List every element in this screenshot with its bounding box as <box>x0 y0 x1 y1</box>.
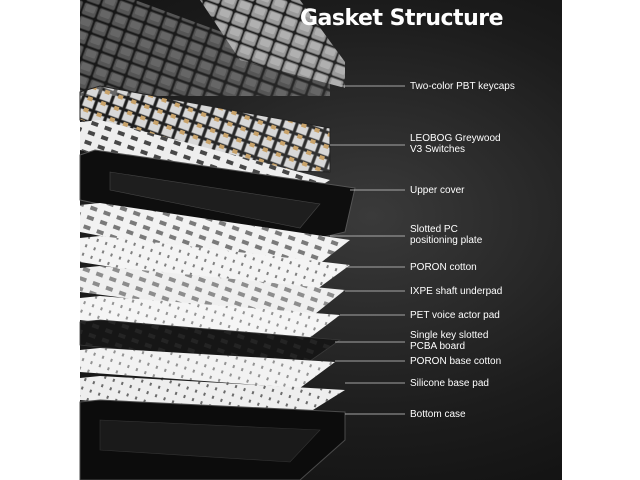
pet-pad-layer <box>80 296 340 345</box>
label-ixpe: IXPE shaft underpad <box>410 286 503 297</box>
bottom-case-layer <box>79 399 346 480</box>
pcba-layer <box>79 319 342 369</box>
poron-cotton-layer <box>80 236 350 298</box>
label-pcba: Single key slotted PCBA board <box>410 330 489 352</box>
page-title: Gasket Structure <box>300 6 504 31</box>
label-pc-plate: Slotted PC positioning plate <box>410 224 483 246</box>
label-poron-cotton: PORON cotton <box>410 262 477 273</box>
label-bottom-case: Bottom case <box>410 409 466 420</box>
label-keycaps: Two-color PBT keycaps <box>410 81 515 92</box>
silicone-pad-layer <box>80 376 345 418</box>
poron-base-layer <box>80 348 335 388</box>
upper-cover-layer <box>79 149 356 246</box>
keycaps-layer <box>80 0 345 96</box>
switches-layer <box>79 85 331 173</box>
label-poron-base: PORON base cotton <box>410 356 502 367</box>
leader-lines <box>330 85 405 415</box>
label-upper-cover: Upper cover <box>410 185 465 196</box>
label-switches: LEOBOG Greywood V3 Switches <box>410 133 501 155</box>
right-margin <box>562 0 640 480</box>
label-silicone: Silicone base pad <box>410 378 489 389</box>
pc-plate-layer <box>80 203 350 275</box>
label-pet: PET voice actor pad <box>410 310 500 321</box>
ixpe-layer <box>80 266 345 322</box>
left-margin <box>0 0 80 480</box>
